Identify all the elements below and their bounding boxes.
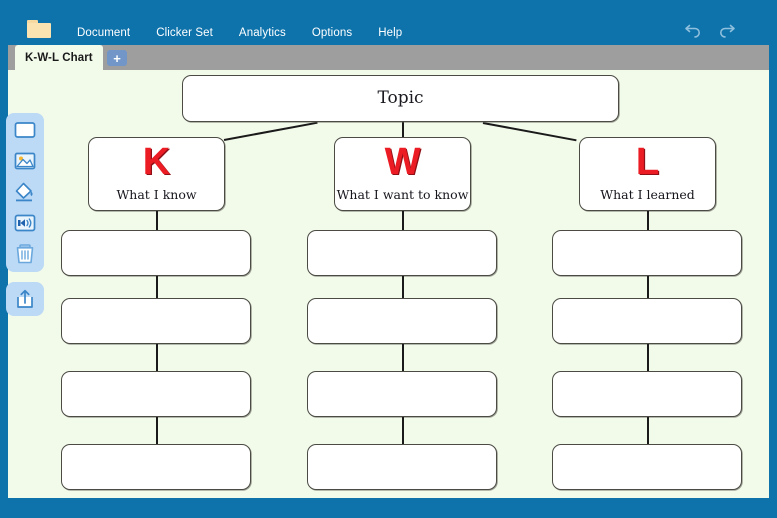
share-icon[interactable]: [12, 288, 38, 310]
menu-bar: Document Clicker Set Analytics Options H…: [0, 0, 777, 45]
header-subtitle-l: What I learned: [600, 187, 695, 202]
undo-icon[interactable]: [683, 18, 703, 38]
connector-topic-w: [402, 122, 404, 137]
cell-k-3[interactable]: [61, 371, 251, 417]
node-header-k[interactable]: K What I know: [88, 137, 225, 211]
paint-fill-icon[interactable]: [12, 181, 38, 203]
tab-strip: K-W-L Chart +: [8, 45, 769, 70]
menu-analytics[interactable]: Analytics: [238, 27, 286, 39]
cell-l-4[interactable]: [552, 444, 742, 490]
connector-l-3: [647, 417, 649, 444]
plus-icon: +: [113, 50, 121, 66]
tab-label: K-W-L Chart: [25, 51, 93, 64]
tab-kwl-chart[interactable]: K-W-L Chart: [15, 45, 103, 70]
connector-k-0: [156, 211, 158, 230]
node-topic[interactable]: Topic: [182, 75, 619, 122]
connector-k-3: [156, 417, 158, 444]
menu-item-list: Document Clicker Set Analytics Options H…: [64, 27, 415, 39]
menu-document[interactable]: Document: [77, 27, 131, 39]
cell-l-1[interactable]: [552, 230, 742, 276]
cell-l-2[interactable]: [552, 298, 742, 344]
cell-w-3[interactable]: [307, 371, 497, 417]
cell-w-2[interactable]: [307, 298, 497, 344]
tool-palette: [6, 113, 44, 272]
header-letter-w: W: [384, 141, 421, 183]
cell-k-4[interactable]: [61, 444, 251, 490]
cell-w-4[interactable]: [307, 444, 497, 490]
connector-k-2: [156, 344, 158, 371]
undo-redo-group: [683, 18, 737, 38]
redo-icon[interactable]: [717, 18, 737, 38]
menu-clicker-set[interactable]: Clicker Set: [156, 27, 213, 39]
cell-k-2[interactable]: [61, 298, 251, 344]
connector-topic-k: [223, 121, 318, 141]
image-icon[interactable]: [12, 150, 38, 172]
add-tab-button[interactable]: +: [107, 50, 127, 66]
connector-w-0: [402, 211, 404, 230]
node-header-w[interactable]: W What I want to know: [334, 137, 471, 211]
node-header-l[interactable]: L What I learned: [579, 137, 716, 211]
node-topic-label: Topic: [377, 88, 424, 108]
trash-icon[interactable]: [12, 243, 38, 265]
connector-l-2: [647, 344, 649, 371]
connector-k-1: [156, 276, 158, 298]
header-letter-k: K: [142, 141, 171, 183]
menu-options[interactable]: Options: [311, 27, 353, 39]
shape-rectangle-icon[interactable]: [12, 119, 38, 141]
connector-l-1: [647, 276, 649, 298]
connector-w-2: [402, 344, 404, 371]
connector-w-3: [402, 417, 404, 444]
connector-l-0: [647, 211, 649, 230]
cell-w-1[interactable]: [307, 230, 497, 276]
connector-topic-l: [482, 122, 577, 141]
header-subtitle-k: What I know: [116, 187, 197, 202]
folder-icon[interactable]: [27, 20, 51, 38]
connector-w-1: [402, 276, 404, 298]
sound-icon[interactable]: [12, 212, 38, 234]
header-letter-l: L: [635, 141, 660, 183]
share-palette: [6, 282, 44, 316]
cell-k-1[interactable]: [61, 230, 251, 276]
header-subtitle-w: What I want to know: [336, 187, 469, 202]
cell-l-3[interactable]: [552, 371, 742, 417]
document-canvas[interactable]: Topic K What I know W What I want to kno…: [8, 70, 769, 498]
menu-help[interactable]: Help: [378, 27, 403, 39]
